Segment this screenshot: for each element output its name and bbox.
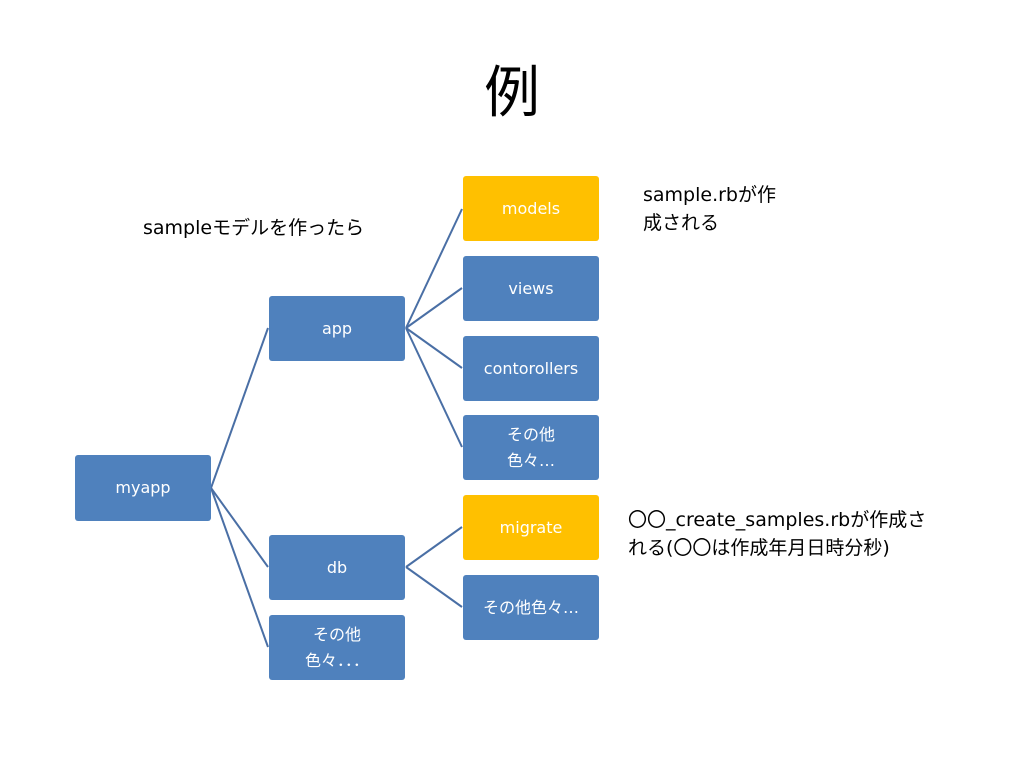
note-migration-line1: 〇〇_create_samples.rbが作成さ: [628, 509, 927, 531]
node-root-other-line2: 色々．．．: [304, 650, 369, 670]
connector-app-other: [405, 327, 463, 448]
connector-db-migrate: [405, 526, 463, 568]
node-myapp: myapp: [75, 455, 211, 521]
note-migration-created: 〇〇_create_samples.rbが作成さ れる(〇〇は作成年月日時分秒): [628, 506, 926, 562]
note-migration-line2: れる(〇〇は作成年月日時分秒): [628, 537, 890, 559]
connector-myapp-db: [210, 487, 269, 568]
node-app-other-line1: その他: [506, 424, 555, 444]
node-migrate-label: migrate: [499, 517, 563, 537]
connector-app-models: [405, 208, 463, 329]
node-db-other: その他色々…: [463, 575, 599, 640]
node-app: app: [269, 296, 405, 361]
node-controllers-label: contorollers: [483, 358, 579, 378]
connector-myapp-app: [210, 327, 269, 489]
connector-app-controllers: [405, 327, 463, 369]
note-rb-created: sample.rbが作 成される: [643, 181, 776, 237]
note-rb-line2: 成される: [643, 212, 720, 234]
connector-app-views: [405, 287, 463, 329]
node-db-label: db: [326, 557, 348, 577]
connector-myapp-other: [210, 487, 269, 648]
node-migrate: migrate: [463, 495, 599, 560]
node-root-other: その他 色々．．．: [269, 615, 405, 680]
node-myapp-label: myapp: [115, 478, 171, 497]
node-models-label: models: [501, 198, 561, 218]
node-models: models: [463, 176, 599, 241]
node-app-other: その他 色々…: [463, 415, 599, 480]
node-controllers: contorollers: [463, 336, 599, 401]
note-model-created: sampleモデルを作ったら: [143, 217, 365, 239]
node-root-other-line1: その他: [312, 624, 361, 644]
node-views: views: [463, 256, 599, 321]
connector-db-other: [405, 566, 463, 608]
node-app-label: app: [321, 318, 353, 338]
node-db: db: [269, 535, 405, 600]
note-rb-line1: sample.rbが作: [643, 184, 776, 206]
node-db-other-label: その他色々…: [482, 597, 579, 617]
node-app-other-line2: 色々…: [506, 450, 555, 470]
node-views-label: views: [508, 278, 554, 298]
slide-title: 例: [484, 61, 540, 126]
